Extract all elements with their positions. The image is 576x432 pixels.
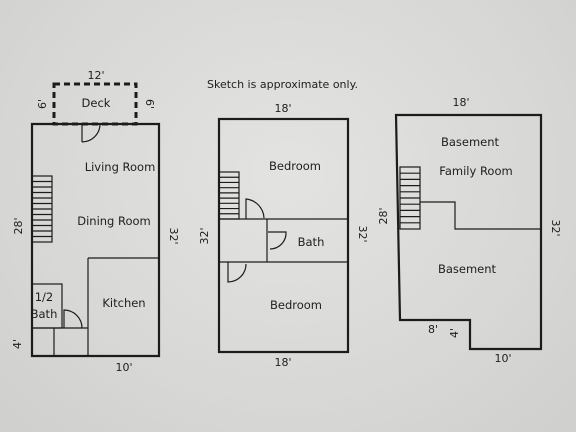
basement-top-dim: 18': [452, 96, 469, 109]
deck-door-swing: [81, 123, 101, 143]
basement-notch-height-dim: 4': [448, 328, 461, 338]
upper-floor: 18' 18' 32' 32' Bedroom Bath Bedroom: [198, 102, 369, 369]
bedroom-top-label: Bedroom: [269, 159, 321, 173]
bath-door-swing: [63, 309, 83, 329]
basement-left-dim: 28': [377, 207, 390, 224]
main-notch-dim: 4': [11, 339, 24, 349]
entry-closet-wall: [32, 327, 88, 356]
bedroom-bottom-label: Bedroom: [270, 298, 322, 312]
bath-label: Bath: [298, 235, 325, 249]
upper-left-dim: 32': [198, 227, 211, 244]
basement-partition-wall: [420, 201, 541, 230]
upper-bottom-dim: 18': [274, 356, 291, 369]
basement-notch-width-dim: 8': [428, 323, 438, 336]
basement-main-label: Basement: [438, 262, 497, 276]
main-left-dim: 28': [12, 217, 25, 234]
basement-stairs: [399, 166, 421, 230]
approximate-note: Sketch is approximate only.: [207, 78, 358, 91]
deck-left-dim: 6': [36, 99, 49, 109]
upper-right-dim: 32': [356, 225, 369, 242]
main-right-dim: 32': [167, 227, 180, 244]
bedroom-top-door-swing: [245, 198, 265, 219]
basement-right-dim: 32': [549, 219, 562, 236]
family-room-label: Family Room: [439, 164, 512, 178]
kitchen-label: Kitchen: [102, 296, 145, 310]
bedroom-bottom-door-swing: [227, 262, 247, 283]
main-floor: Deck 12' 6' 6' Living Room Dining Room K…: [11, 69, 180, 374]
living-room-label: Living Room: [85, 160, 156, 174]
half-bath-label-2: Bath: [31, 307, 58, 321]
basement-floor: 18' 28' 32' 10' 8' 4' Basement Family Ro…: [377, 96, 562, 365]
bath-door-swing-upper: [268, 231, 287, 250]
upper-outer-wall: [217, 117, 350, 354]
deck-right-dim: 6': [143, 99, 156, 109]
upper-top-dim: 18': [274, 102, 291, 115]
deck-width-dim: 12': [87, 69, 104, 82]
basement-top-label: Basement: [441, 135, 500, 149]
half-bath-label-1: 1/2: [35, 290, 54, 304]
basement-outer-wall: [394, 113, 543, 351]
upper-stairs: [218, 171, 240, 220]
main-stairs: [31, 175, 53, 243]
stair-outline: [218, 171, 240, 220]
deck-label: Deck: [82, 96, 111, 110]
dining-room-label: Dining Room: [77, 214, 151, 228]
basement-bottom-dim: 10': [494, 352, 511, 365]
main-bottom-dim: 10': [115, 361, 132, 374]
main-outer-wall: [30, 122, 161, 358]
